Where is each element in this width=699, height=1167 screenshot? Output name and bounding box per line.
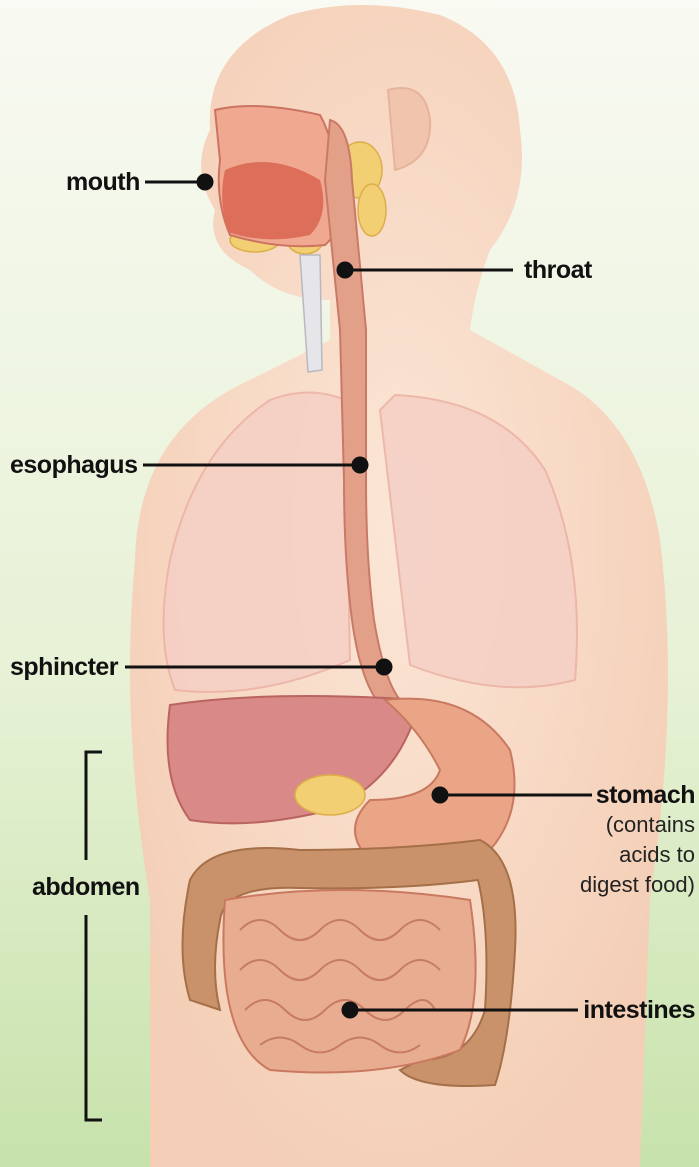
stomach-note-line-1: (contains bbox=[580, 810, 695, 840]
label-esophagus: esophagus bbox=[10, 453, 137, 478]
stomach-note-line-2: acids to bbox=[580, 840, 695, 870]
stomach-dot bbox=[433, 788, 447, 802]
throat-dot bbox=[338, 263, 352, 277]
label-throat: throat bbox=[524, 258, 592, 283]
tongue bbox=[222, 162, 323, 239]
label-abdomen: abdomen bbox=[32, 875, 140, 900]
esophagus-dot bbox=[353, 458, 367, 472]
label-sphincter: sphincter bbox=[10, 655, 118, 680]
mouth-dot bbox=[198, 175, 212, 189]
stomach-note-line-3: digest food) bbox=[580, 870, 695, 900]
pancreas bbox=[295, 775, 365, 815]
label-intestines: intestines bbox=[583, 998, 695, 1023]
intestines-dot bbox=[343, 1003, 357, 1017]
stomach-note: (contains acids to digest food) bbox=[580, 810, 695, 900]
label-stomach: stomach bbox=[596, 783, 695, 808]
sphincter-dot bbox=[377, 660, 391, 674]
label-mouth: mouth bbox=[66, 170, 140, 195]
